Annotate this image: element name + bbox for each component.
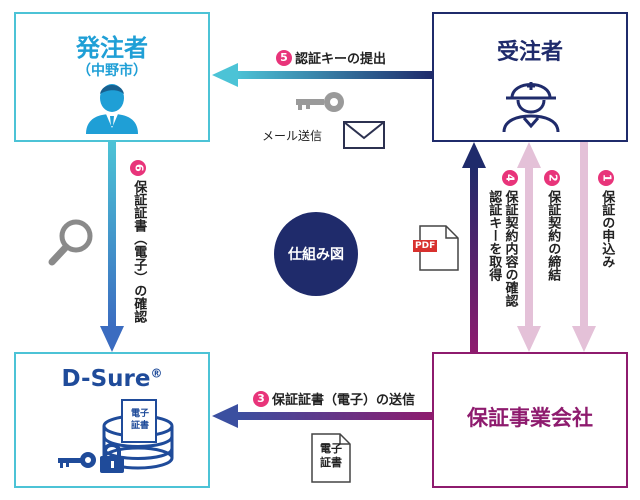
key-icon [296,92,344,112]
step-1-text: 保証の申込み [599,190,615,268]
dsure-title-wrap: D-Sure® [16,366,208,392]
company-box: 保証事業会社 [432,352,628,488]
pdf-badge: PDF [413,240,438,252]
contractor-box: 受注者 [432,12,628,142]
envelope-icon [343,121,385,149]
mail-label: メール送信 [262,129,323,143]
orderer-title: 発注者 [76,34,148,62]
dsure-doc-line2: 証書 [130,421,149,431]
step-5-number: 5 [276,49,292,66]
step-6-number: 6 [130,160,147,176]
step-4-line1: 保証契約内容の確認 [502,190,518,307]
contractor-title: 受注者 [496,40,563,65]
arrow-2 [517,142,541,352]
dsure-doc-line1: 電子 [130,409,149,419]
document-icon [311,433,351,483]
doc-icon-text: 電子 証書 [314,442,348,470]
magnifier-icon [48,219,93,266]
step-5-text: 認証キーの提出 [295,52,387,67]
step-4-label: 4 保証契約内容の確認認証キーを取得 [485,170,518,307]
lock-icon [100,443,124,473]
key-icon [58,452,96,468]
database-icon [102,399,174,470]
step-3-text: 保証証書（電子）の送信 [272,393,416,408]
arrow-6 [100,142,124,352]
company-title: 保証事業会社 [467,406,593,430]
arrow-3 [212,404,432,428]
arrow-5 [212,63,432,87]
center-circle: 仕組み図 [274,212,358,296]
doc-text-line1: 電子 [320,442,342,455]
step-3-number: 3 [253,390,269,407]
registered-mark: ® [150,366,163,381]
arrow-1 [572,142,596,352]
dsure-doc-text: 電子 証書 [123,408,157,432]
dsure-box: D-Sure® 電子 証書 [14,352,210,488]
person-suit-icon [86,84,138,134]
orderer-box: 発注者 （中野市） [14,12,210,142]
step-2-text: 保証契約の締結 [545,190,561,281]
step-1-number: 1 [598,170,615,186]
step-6-label: 6 保証証書（電子）の確認 [130,160,147,323]
step-2-number: 2 [544,170,561,186]
doc-text-line2: 証書 [320,456,342,469]
step-1-label: 1 保証の申込み [598,170,615,268]
step-4-number: 4 [501,170,518,186]
step-2-label: 2 保証契約の締結 [544,170,561,281]
arrow-4 [462,142,486,352]
step-4-line2: 認証キーを取得 [486,190,502,281]
orderer-subtitle: （中野市） [77,63,147,79]
step-6-text: 保証証書（電子）の確認 [131,180,147,323]
dsure-title: D-Sure [61,366,151,392]
worker-helmet-icon [502,82,560,132]
pdf-file-icon [419,225,459,271]
